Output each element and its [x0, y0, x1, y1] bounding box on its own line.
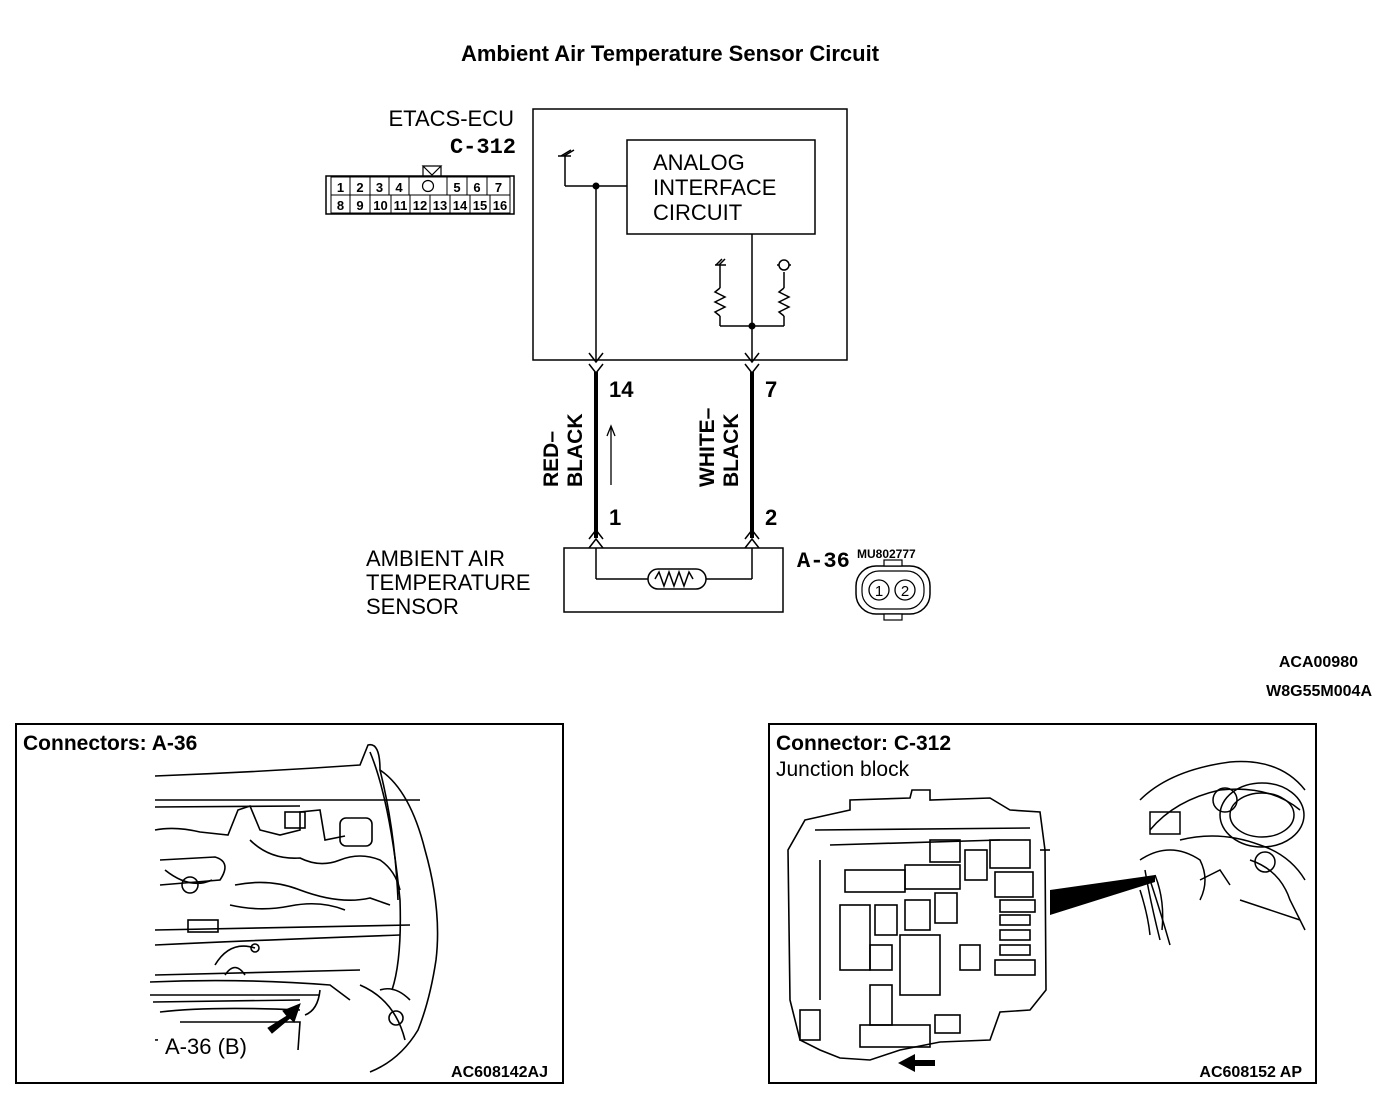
- sensor-terminal-markers: [588, 528, 760, 549]
- ecu-connector-pin: 6: [473, 180, 480, 195]
- ecu-connector-pin: 3: [376, 180, 383, 195]
- analog-interface-block: [626, 139, 816, 235]
- junction-dot-right: [748, 322, 756, 330]
- sensor-pin-1: 1: [609, 505, 621, 530]
- ecu-connector-pin: 14: [453, 198, 468, 213]
- engine-bay-illustration: [149, 743, 439, 1073]
- ecu-connector-pin: 2: [356, 180, 363, 195]
- ecu-connector-label: C-312: [450, 135, 516, 160]
- panel-right-title: Connector: C-312: [776, 732, 951, 755]
- wire-color-right-1: WHITE–: [696, 407, 719, 487]
- sensor-part-number: MU802777: [857, 547, 916, 561]
- ecu-connector-pin: 8: [337, 198, 344, 213]
- analog-block-line-2: INTERFACE: [653, 175, 776, 200]
- panel-left-image-id: AC608142AJ: [451, 1064, 548, 1081]
- ecu-connector-pin: 13: [433, 198, 447, 213]
- sensor-conn-pin-1: 1: [875, 583, 883, 600]
- sensor-box: [563, 547, 784, 613]
- ecu-connector-pin: 10: [373, 198, 387, 213]
- sensor-conn-pin-2: 2: [901, 583, 909, 600]
- sensor-connector-label: A-36: [797, 549, 850, 574]
- junction-dot-left: [592, 182, 600, 190]
- panel-left-frame: [15, 723, 564, 1084]
- sensor-pin-2: 2: [765, 505, 777, 530]
- thermistor-symbol: [595, 548, 753, 590]
- ecu-connector-pin: 1: [337, 180, 344, 195]
- diagram-id: ACA00980: [1279, 654, 1358, 671]
- doc-id: W8G55M004A: [1266, 683, 1372, 700]
- wire-color-left-2: BLACK: [564, 414, 587, 488]
- ecu-connector-face: [325, 165, 515, 215]
- ecu-name: ETACS-ECU: [389, 106, 515, 131]
- ecu-pin-14: 14: [609, 377, 634, 402]
- panel-right-subtitle: Junction block: [776, 758, 910, 781]
- sensor-label-3: SENSOR: [366, 594, 459, 619]
- sensor-connector-face: [855, 559, 931, 621]
- diagram-title: Ambient Air Temperature Sensor Circuit: [461, 41, 880, 66]
- wire-color-right-2: BLACK: [720, 414, 743, 488]
- panel-right-image-id: AC608152 AP: [1199, 1064, 1302, 1081]
- ecu-connector-pin: 4: [395, 180, 403, 195]
- panel-left-callout: A-36 (B): [165, 1034, 247, 1059]
- dashboard-illustration: [1139, 760, 1306, 946]
- ecu-connector-pin: 11: [394, 198, 408, 213]
- panel-left-callout-bg: [158, 1033, 262, 1059]
- sensor-label-1: AMBIENT AIR: [366, 546, 505, 571]
- junction-block-illustration: [787, 789, 1050, 1061]
- wire-color-left-1: RED–: [540, 431, 563, 487]
- panel-left-arrow: [267, 1003, 301, 1034]
- ecu-pin-7: 7: [765, 377, 777, 402]
- analog-block-line-1: ANALOG: [653, 150, 745, 175]
- ecu-box: [532, 108, 848, 361]
- ecu-connector-pin: 5: [453, 180, 460, 195]
- sensor-label-2: TEMPERATURE: [366, 570, 531, 595]
- signal-direction-arrow: [606, 424, 616, 485]
- panel-left-title: Connectors: A-36: [23, 732, 197, 755]
- ecu-terminal-markers: [588, 352, 760, 375]
- ecu-connector-pin: 12: [413, 198, 427, 213]
- ecu-connector-pin: 16: [493, 198, 507, 213]
- ecu-connector-key: [421, 179, 435, 193]
- panel-right-arrow: [898, 1054, 935, 1072]
- ecu-connector-pin: 9: [356, 198, 363, 213]
- ecu-connector-pin: 7: [495, 180, 502, 195]
- panel-right-pointer: [1050, 875, 1155, 915]
- panel-right-frame: [768, 723, 1317, 1084]
- ecu-connector-pin: 15: [473, 198, 487, 213]
- analog-block-line-3: CIRCUIT: [653, 200, 742, 225]
